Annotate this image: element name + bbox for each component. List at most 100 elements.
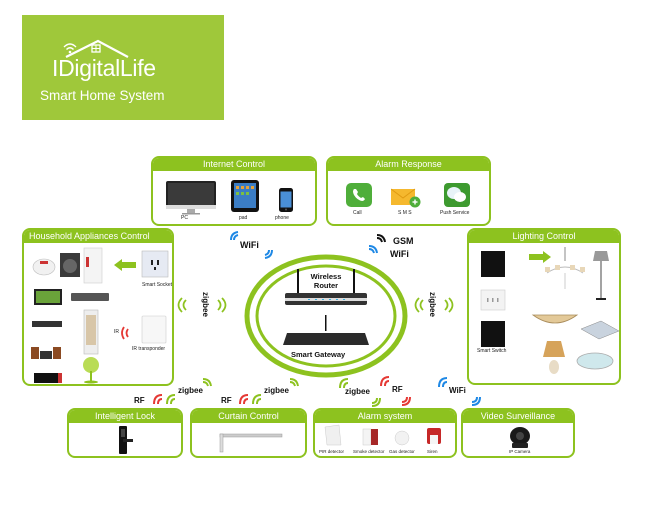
house-wifi-icon — [63, 39, 129, 58]
alarm-devices-illustration — [324, 424, 441, 446]
tv-icon — [34, 289, 62, 305]
phone-label: phone — [275, 215, 289, 221]
smart-switch-black-2-icon — [481, 321, 505, 347]
rf-signal-icon — [153, 394, 163, 405]
smart-socket-label: Smart Socket — [142, 282, 173, 288]
pir-detector-label: PIR detector — [319, 449, 345, 454]
panel-internet-control: Internet Control PC pad phone — [151, 156, 317, 226]
zigbee-label-right: zigbee — [428, 292, 437, 317]
pc-icon — [166, 181, 216, 215]
wifi-signal-icon — [230, 231, 239, 241]
sms-label: S M S — [398, 210, 412, 216]
panel-curtain-control: Curtain Control — [190, 408, 307, 458]
table-lamp-icon — [543, 341, 565, 374]
panel-title: Lighting Control — [469, 230, 619, 243]
panel-title: Curtain Control — [192, 410, 305, 423]
panel-title: Intelligent Lock — [69, 410, 181, 423]
siren-icon — [427, 428, 441, 444]
dvd-player-icon — [32, 321, 62, 327]
siren-label: Siren — [427, 449, 438, 454]
push-service-label: Push Service — [440, 210, 470, 216]
smoke-detector-label: Smoke detector — [353, 449, 385, 454]
wifi-label-top-right: WiFi — [390, 249, 409, 259]
arrow-right-icon — [529, 251, 551, 263]
sms-icon — [391, 188, 421, 208]
round-ceiling-light-icon — [576, 352, 614, 370]
ip-camera-label: IP Camera — [509, 449, 531, 454]
brand-name: IDigitalLife — [52, 55, 156, 81]
smart-gateway-label: Smart Gateway — [291, 350, 346, 359]
zigbee-signal-icon — [339, 378, 349, 389]
wifi-signal-icon — [438, 377, 448, 388]
gsm-signal-icon — [376, 234, 386, 243]
gas-detector-label: Gas detector — [389, 449, 415, 454]
zigbee-signal-icon — [371, 397, 381, 407]
gas-detector-icon — [394, 430, 410, 446]
fridge-icon — [83, 247, 103, 284]
curtain-track-icon — [219, 433, 283, 453]
call-icon — [346, 183, 372, 207]
phone-icon — [279, 188, 293, 212]
wifi-label-top-left: WiFi — [240, 240, 259, 250]
zigbee-signal-icon — [252, 394, 262, 405]
electric-fan-icon — [83, 357, 99, 384]
lighting-illustration — [480, 247, 619, 374]
smoke-detector-icon — [362, 428, 378, 446]
panel-title: Internet Control — [153, 158, 315, 171]
push-service-icon — [444, 183, 470, 207]
rf-signal-icon — [380, 376, 390, 387]
panel-lighting-control: Lighting Control Smart Switch — [467, 228, 621, 385]
smart-switch-label: Smart Switch — [477, 348, 507, 354]
rf-label-lock: RF — [134, 396, 145, 405]
ip-camera-icon — [510, 427, 530, 448]
tower-ac-icon — [83, 309, 99, 355]
panel-title: Household Appliances Control — [24, 230, 172, 243]
panel-alarm-response: Alarm Response Call S M S Push Service — [326, 156, 491, 226]
gsm-label: GSM — [393, 236, 414, 246]
zigbee-signal-icon — [414, 297, 424, 313]
wifi-signal-icon — [368, 245, 378, 254]
pir-detector-icon — [324, 424, 342, 446]
arrow-left-icon — [114, 259, 136, 271]
ir-signal-icon — [121, 326, 129, 340]
smart-switch-black-icon — [481, 251, 505, 277]
washing-machine-icon — [60, 253, 80, 277]
wireless-router-icon — [285, 269, 367, 305]
pad-label: pad — [239, 215, 248, 221]
wireless-router-label: Wireless Router — [310, 272, 342, 290]
heater-icon — [34, 373, 62, 383]
tablet-icon — [231, 180, 259, 212]
rf-signal-icon — [239, 394, 249, 405]
zigbee-signal-icon — [217, 297, 227, 313]
zigbee-signal-icon — [444, 297, 454, 313]
smart-switch-white-icon — [480, 289, 506, 311]
zigbee-label-lock: zigbee — [178, 386, 203, 395]
smart-socket-icon — [141, 250, 169, 278]
wifi-signal-icon — [264, 249, 273, 259]
panel-video-surveillance: Video Surveillance IP Camera — [461, 408, 575, 458]
wifi-signal-icon — [471, 396, 481, 406]
call-label: Call — [353, 210, 362, 216]
panel-intelligent-lock: Intelligent Lock — [67, 408, 183, 458]
panel-title: Alarm system — [315, 410, 455, 423]
zigbee-label-alarm: zigbee — [345, 387, 370, 396]
pc-label: PC — [181, 215, 188, 221]
zigbee-signal-icon — [177, 297, 187, 313]
panel-light-icon — [580, 320, 619, 340]
zigbee-label-curtain: zigbee — [264, 386, 289, 395]
brand-subtitle: Smart Home System — [40, 88, 165, 103]
panel-title: Video Surveillance — [463, 410, 573, 423]
panel-alarm-system: Alarm system PIR detector Smoke detector… — [313, 408, 457, 458]
rf-label-curtain: RF — [221, 396, 232, 405]
ir-transponder-icon — [141, 315, 167, 344]
smart-gateway-icon — [283, 315, 369, 345]
air-conditioner-icon — [71, 293, 109, 301]
rf-signal-icon — [401, 396, 411, 406]
rf-label-alarm: RF — [392, 385, 403, 394]
speakers-icon — [31, 347, 61, 359]
chandelier-icon — [545, 247, 585, 289]
smart-lock-icon — [119, 426, 133, 454]
zigbee-signal-icon — [289, 378, 299, 387]
rice-cooker-icon — [32, 258, 56, 276]
wifi-label-video: WiFi — [449, 386, 466, 395]
